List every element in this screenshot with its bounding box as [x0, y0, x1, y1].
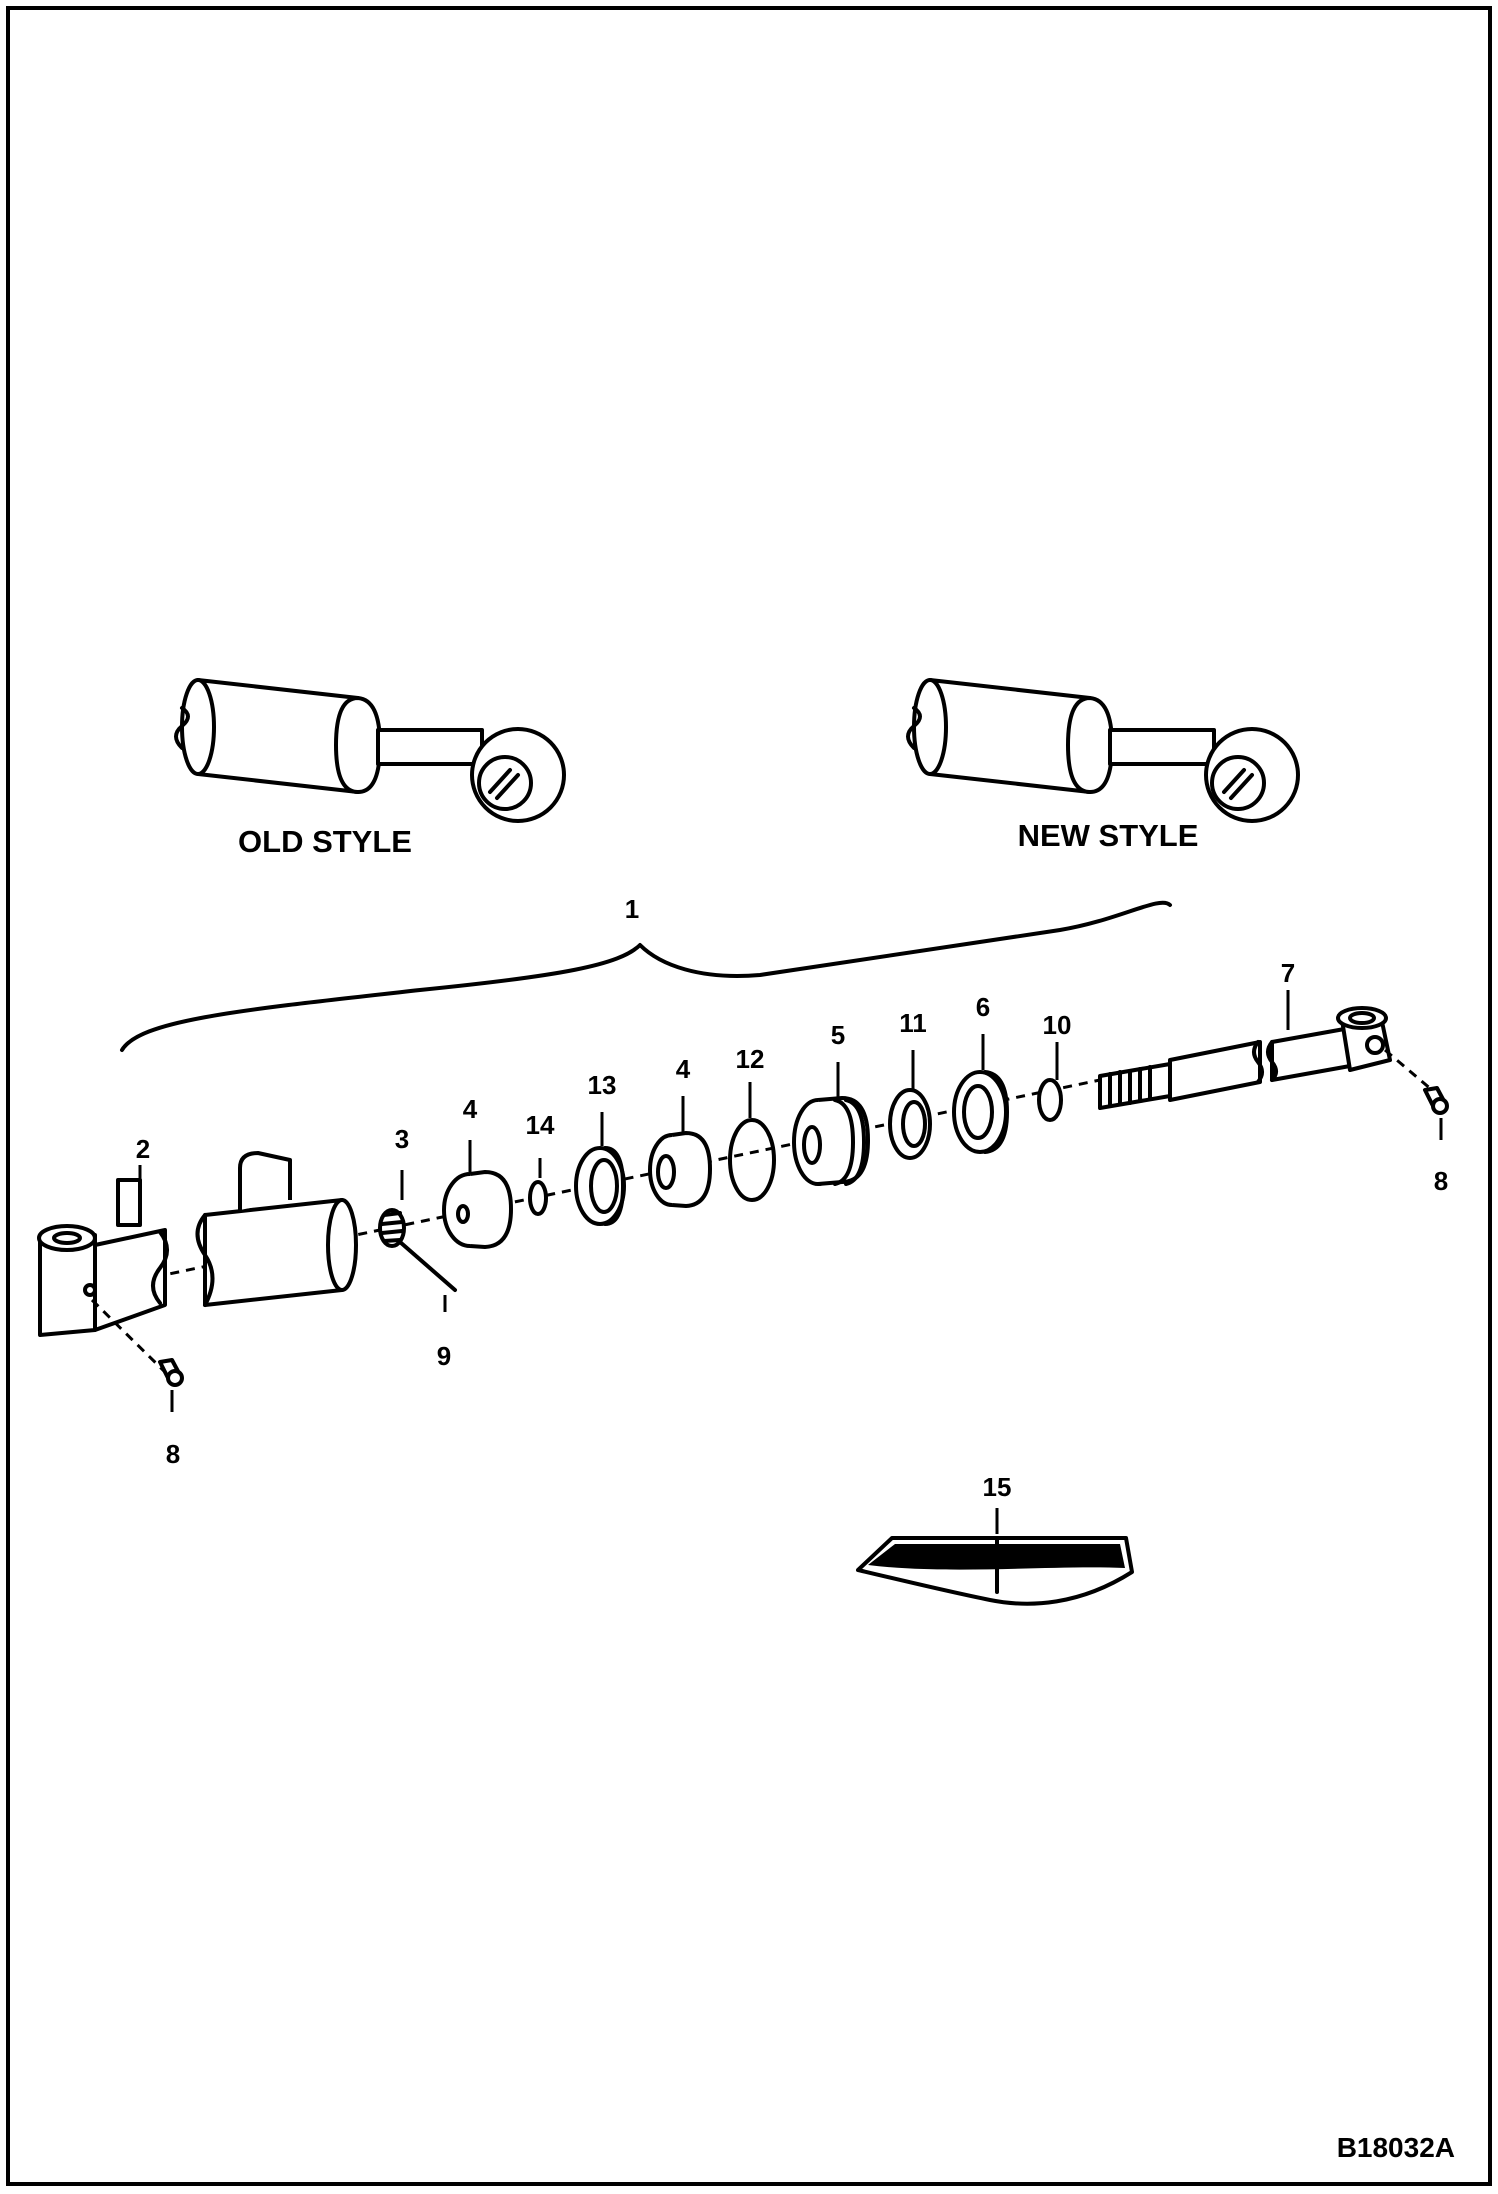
barrel-part: [37, 1151, 358, 1337]
callout-2: 2: [136, 1134, 150, 1164]
old-style-label: OLD STYLE: [238, 824, 412, 859]
callout-5: 5: [831, 1020, 845, 1050]
callout-9: 9: [437, 1341, 451, 1371]
lock-nut-part: [378, 1208, 406, 1248]
callout-3: 3: [395, 1124, 409, 1154]
callout-10: 10: [1043, 1010, 1072, 1040]
callout-11: 11: [899, 1008, 927, 1038]
callout-8-right: 8: [1434, 1166, 1448, 1196]
callout-14: 14: [526, 1110, 555, 1140]
set-screw-part: [398, 1240, 457, 1292]
callout-12: 12: [736, 1044, 765, 1074]
rod-guide-part: [792, 1096, 870, 1186]
callout-15: 15: [983, 1472, 1012, 1502]
old-style-cylinder: [174, 678, 566, 823]
leader-8-right-axis: [1384, 1048, 1433, 1092]
seal-part: [574, 1146, 626, 1226]
seal-kit-packet: [856, 1536, 1134, 1606]
small-o-ring-part: [528, 1180, 548, 1216]
new-style-cylinder: [906, 678, 1300, 823]
callout-8-left: 8: [166, 1439, 180, 1469]
rod-seal-part: [888, 1088, 932, 1160]
new-style-label: NEW STYLE: [1018, 818, 1199, 853]
large-o-ring-part: [728, 1118, 776, 1202]
figure-code: B18032A: [1337, 2132, 1455, 2163]
piston-part-a: [442, 1170, 513, 1249]
leader-8-left-axis: [90, 1298, 167, 1374]
wiper-part: [952, 1070, 1009, 1154]
rod-part: [1098, 1006, 1392, 1110]
callout-7: 7: [1281, 958, 1295, 988]
piston-part-b: [648, 1131, 712, 1208]
callout-13: 13: [588, 1070, 617, 1100]
grease-fitting-left: [158, 1358, 184, 1387]
grease-fitting-right: [1423, 1086, 1449, 1115]
assembly-brace: [120, 900, 1172, 1052]
small-seal-part: [1037, 1078, 1063, 1122]
callout-6: 6: [976, 992, 990, 1022]
callout-4a: 4: [463, 1094, 478, 1124]
callout-4b: 4: [676, 1054, 691, 1084]
callout-1: 1: [625, 894, 639, 924]
